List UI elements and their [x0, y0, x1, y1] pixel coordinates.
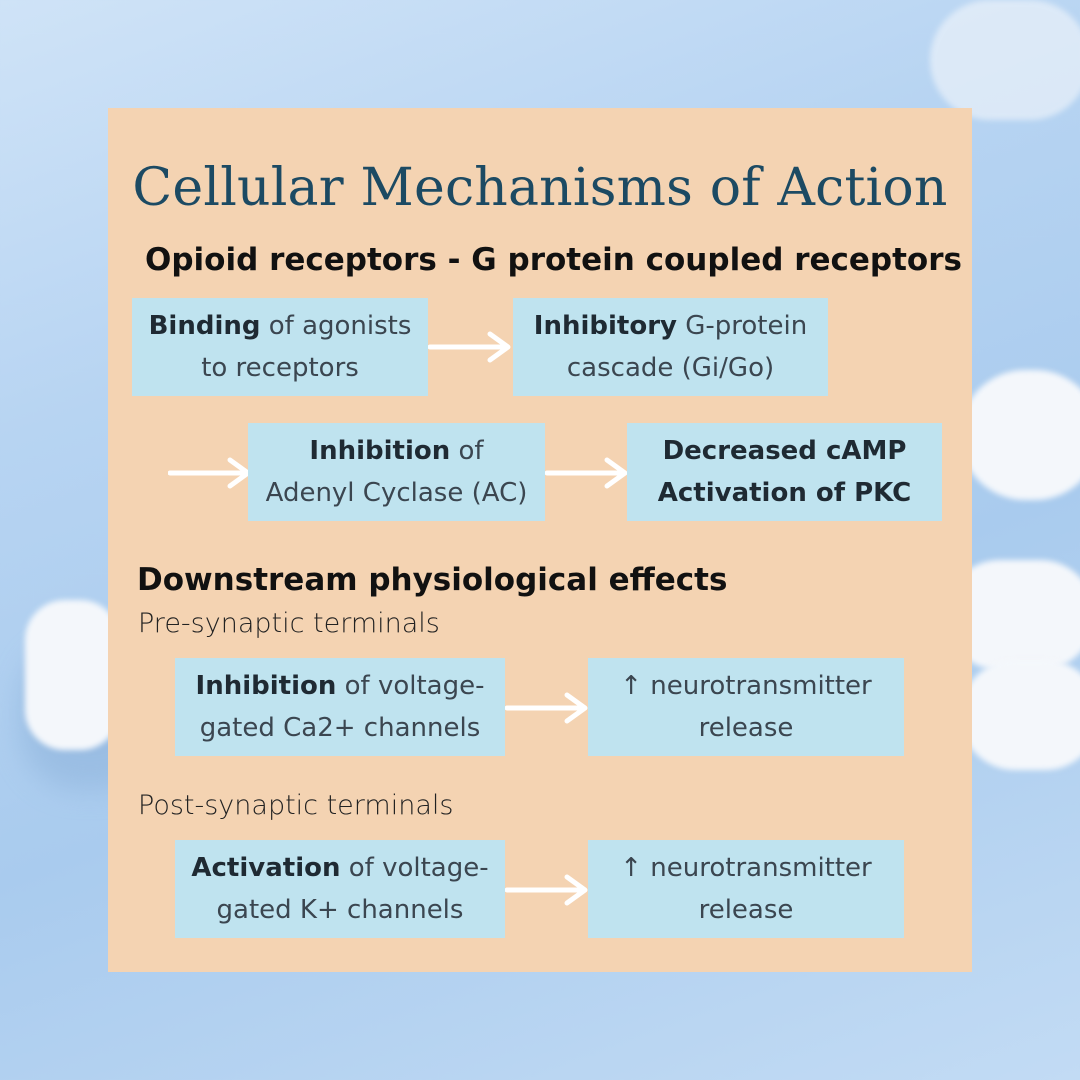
section-heading-downstream: Downstream physiological effects: [137, 562, 728, 598]
section-heading-receptors: Opioid receptors - G protein coupled rec…: [145, 242, 962, 278]
box-decreased-camp: Decreased cAMP Activation of PKC: [627, 423, 942, 521]
info-card: Cellular Mechanisms of Action Opioid rec…: [108, 108, 972, 972]
arrow-right-icon: [505, 874, 588, 906]
label-post-synaptic: Post-synaptic terminals: [138, 790, 454, 821]
box-ca-channels: Inhibition of voltage- gated Ca2+ channe…: [175, 658, 505, 756]
pill-left: [25, 600, 120, 750]
box-release-post: ↑ neurotransmitter release: [588, 840, 904, 938]
box-inhibition-ac: Inhibition of Adenyl Cyclase (AC): [248, 423, 545, 521]
box-inhibitory: Inhibitory G-protein cascade (Gi/Go): [513, 298, 828, 396]
arrow-right-icon: [168, 457, 251, 489]
arrow-right-icon: [505, 692, 588, 724]
arrow-right-icon: [428, 331, 511, 363]
box-binding: Binding of agonists to receptors: [132, 298, 428, 396]
pill-right-low: [960, 660, 1080, 770]
pill-right-top: [960, 370, 1080, 500]
box-k-channels: Activation of voltage- gated K+ channels: [175, 840, 505, 938]
page-title: Cellular Mechanisms of Action: [132, 158, 948, 218]
box-release-pre: ↑ neurotransmitter release: [588, 658, 904, 756]
arrow-right-icon: [545, 457, 628, 489]
label-pre-synaptic: Pre-synaptic terminals: [138, 608, 440, 639]
pill-top-right: [930, 0, 1080, 120]
